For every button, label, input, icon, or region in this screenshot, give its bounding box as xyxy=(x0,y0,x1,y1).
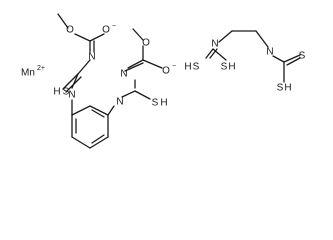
chemical-structure-diagram: Mn 2+ O O − N H S N xyxy=(21,13,306,149)
bond xyxy=(89,136,109,149)
bond xyxy=(62,73,79,90)
bond xyxy=(89,105,109,116)
bond xyxy=(212,48,227,61)
charge-minus: − xyxy=(172,63,176,70)
atom-label-s: S xyxy=(221,62,228,73)
atom-label-n: N xyxy=(120,69,127,80)
atom-label-n: N xyxy=(88,52,95,63)
atom-label-n: N xyxy=(211,39,218,50)
bond xyxy=(71,136,91,149)
atom-label-s: S xyxy=(63,87,70,98)
atom-label-h: H xyxy=(53,87,60,98)
bond xyxy=(272,55,285,63)
atom-label-n: N xyxy=(68,90,75,101)
atom-label-h: H xyxy=(284,83,291,94)
atom-label-h: H xyxy=(184,62,191,73)
atom-label-s: S xyxy=(152,98,159,109)
bond xyxy=(91,109,105,118)
bond xyxy=(255,30,269,48)
bond xyxy=(71,105,91,116)
benzene-ring xyxy=(71,105,109,149)
bond xyxy=(77,59,91,75)
bond xyxy=(205,48,214,59)
atom-label-h: H xyxy=(228,62,235,73)
manganese-symbol: Mn xyxy=(21,68,35,79)
bond xyxy=(107,105,115,116)
charge-minus: − xyxy=(112,23,116,30)
atom-label-n: N xyxy=(266,47,273,58)
atom-label-o: O xyxy=(66,25,74,36)
bond xyxy=(132,28,144,41)
atom-label-s: S xyxy=(277,83,284,94)
atom-label-o: O xyxy=(102,25,110,36)
bond xyxy=(124,62,144,72)
bond xyxy=(142,59,163,69)
bond xyxy=(127,59,144,69)
atom-label-s: S xyxy=(299,51,306,62)
atom-label-o: O xyxy=(162,66,170,77)
bond xyxy=(71,73,79,89)
bond xyxy=(209,48,218,59)
bond xyxy=(121,90,136,98)
manganese-charge: 2+ xyxy=(37,65,45,72)
atom-label-o: O xyxy=(142,38,150,49)
manganese-ion: Mn 2+ xyxy=(21,65,45,79)
bond xyxy=(134,90,151,100)
bond xyxy=(89,33,105,42)
atom-label-h: H xyxy=(160,98,167,109)
bond xyxy=(91,134,105,144)
atom-label-s: S xyxy=(193,62,200,73)
left-arm: O O − N H S N xyxy=(53,13,116,116)
bond xyxy=(74,33,91,42)
bond xyxy=(218,30,233,43)
bond xyxy=(57,13,69,29)
bond xyxy=(286,57,301,66)
bond xyxy=(283,54,301,63)
right-fragment: N H S S H N S S H xyxy=(184,30,306,94)
middle-arm: N S H O N O − xyxy=(107,28,176,116)
atom-label-n: N xyxy=(116,97,123,108)
